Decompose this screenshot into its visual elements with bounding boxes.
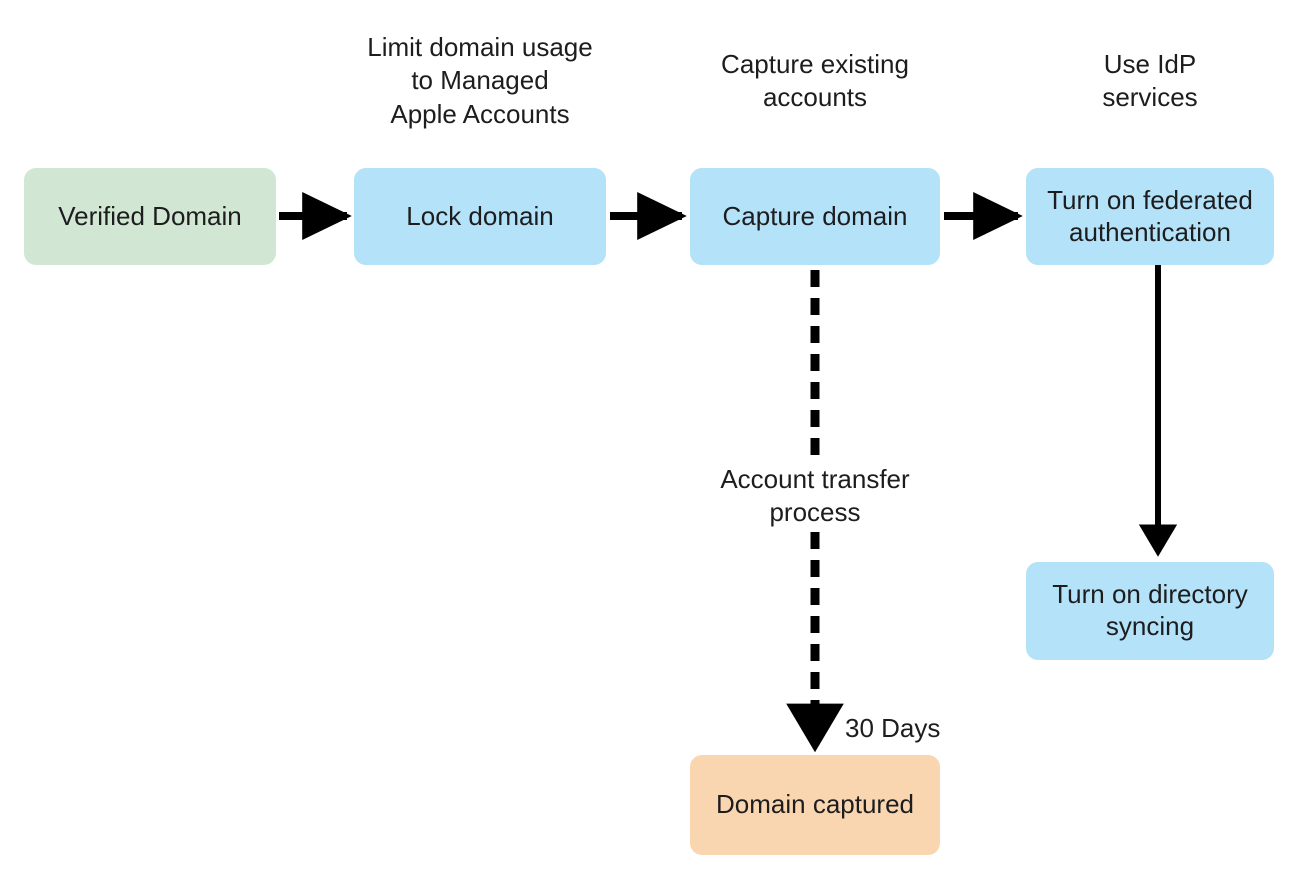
node-lock-domain[interactable]: Lock domain [354, 168, 606, 265]
caption-lock-domain: Limit domain usage to Managed Apple Acco… [367, 32, 593, 129]
node-turn-on-directory-syncing[interactable]: Turn on directory syncing [1026, 562, 1274, 660]
edge-label-account-transfer-process: Account transfer process [675, 463, 955, 530]
caption-use-idp-services: Use IdP services [1102, 49, 1198, 113]
node-turn-on-federated-authentication[interactable]: Turn on federated authentication [1026, 168, 1274, 265]
edge-label-30-days: 30 Days [845, 712, 1005, 746]
caption-capture-existing-accounts: Capture existing accounts [721, 49, 909, 113]
node-domain-captured[interactable]: Domain captured [690, 755, 940, 855]
node-capture-domain[interactable]: Capture domain [690, 168, 940, 265]
node-verified-domain[interactable]: Verified Domain [24, 168, 276, 265]
